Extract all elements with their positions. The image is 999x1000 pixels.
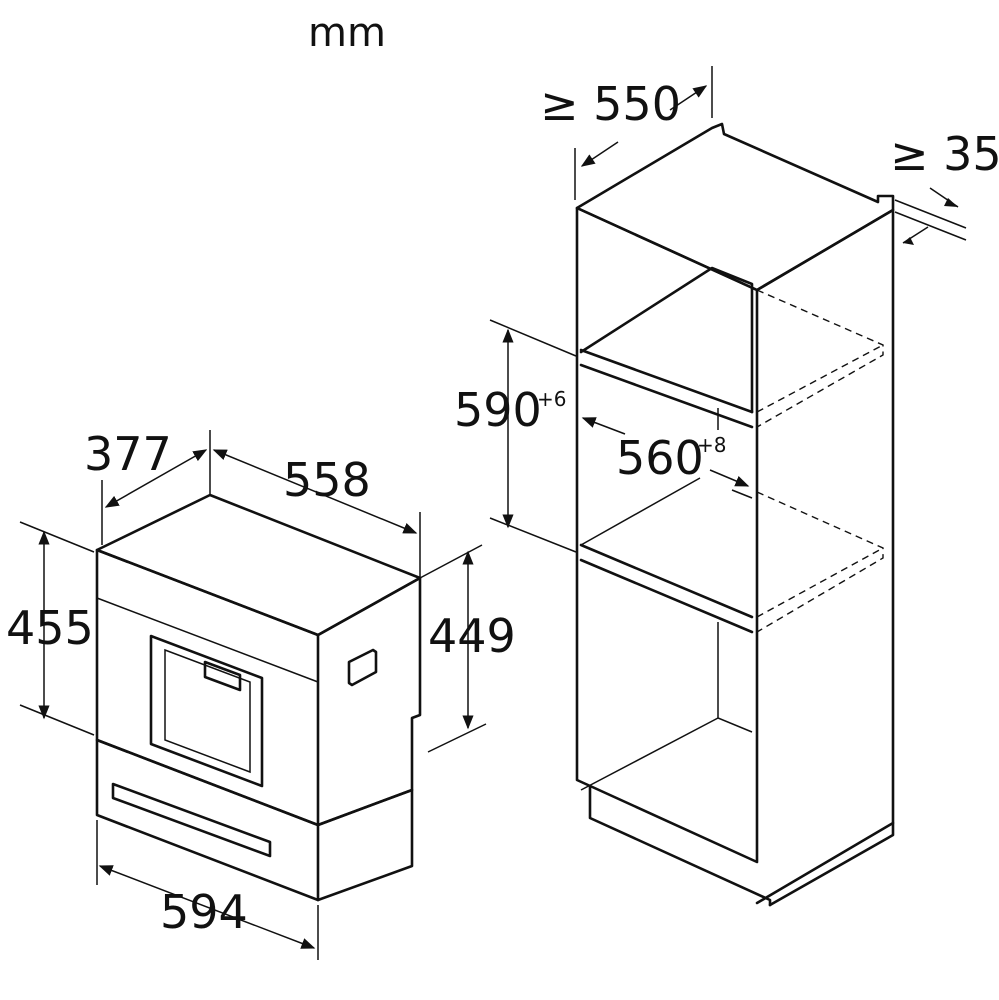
dimension-min-35: ≥ 35 bbox=[890, 127, 999, 181]
dimension-590: 590 bbox=[454, 383, 542, 437]
dimension-min-550: ≥ 550 bbox=[540, 77, 681, 131]
dimension-377: 377 bbox=[84, 427, 172, 481]
dimension-594: 594 bbox=[160, 885, 248, 939]
dimension-560: 560 bbox=[616, 431, 704, 485]
cabinet-dimensions bbox=[489, 66, 967, 553]
hidden-edges bbox=[756, 289, 884, 633]
dimension-449: 449 bbox=[428, 609, 516, 663]
dimension-455: 455 bbox=[6, 601, 94, 655]
coffee-machine-drawing bbox=[95, 493, 422, 902]
dimension-558: 558 bbox=[283, 453, 371, 507]
appliance-dimensions bbox=[19, 430, 487, 960]
dimension-560-tolerance: +8 bbox=[697, 433, 726, 457]
unit-label: mm bbox=[308, 10, 386, 56]
tall-cabinet-drawing bbox=[575, 122, 895, 907]
dimension-590-tolerance: +6 bbox=[537, 387, 566, 411]
